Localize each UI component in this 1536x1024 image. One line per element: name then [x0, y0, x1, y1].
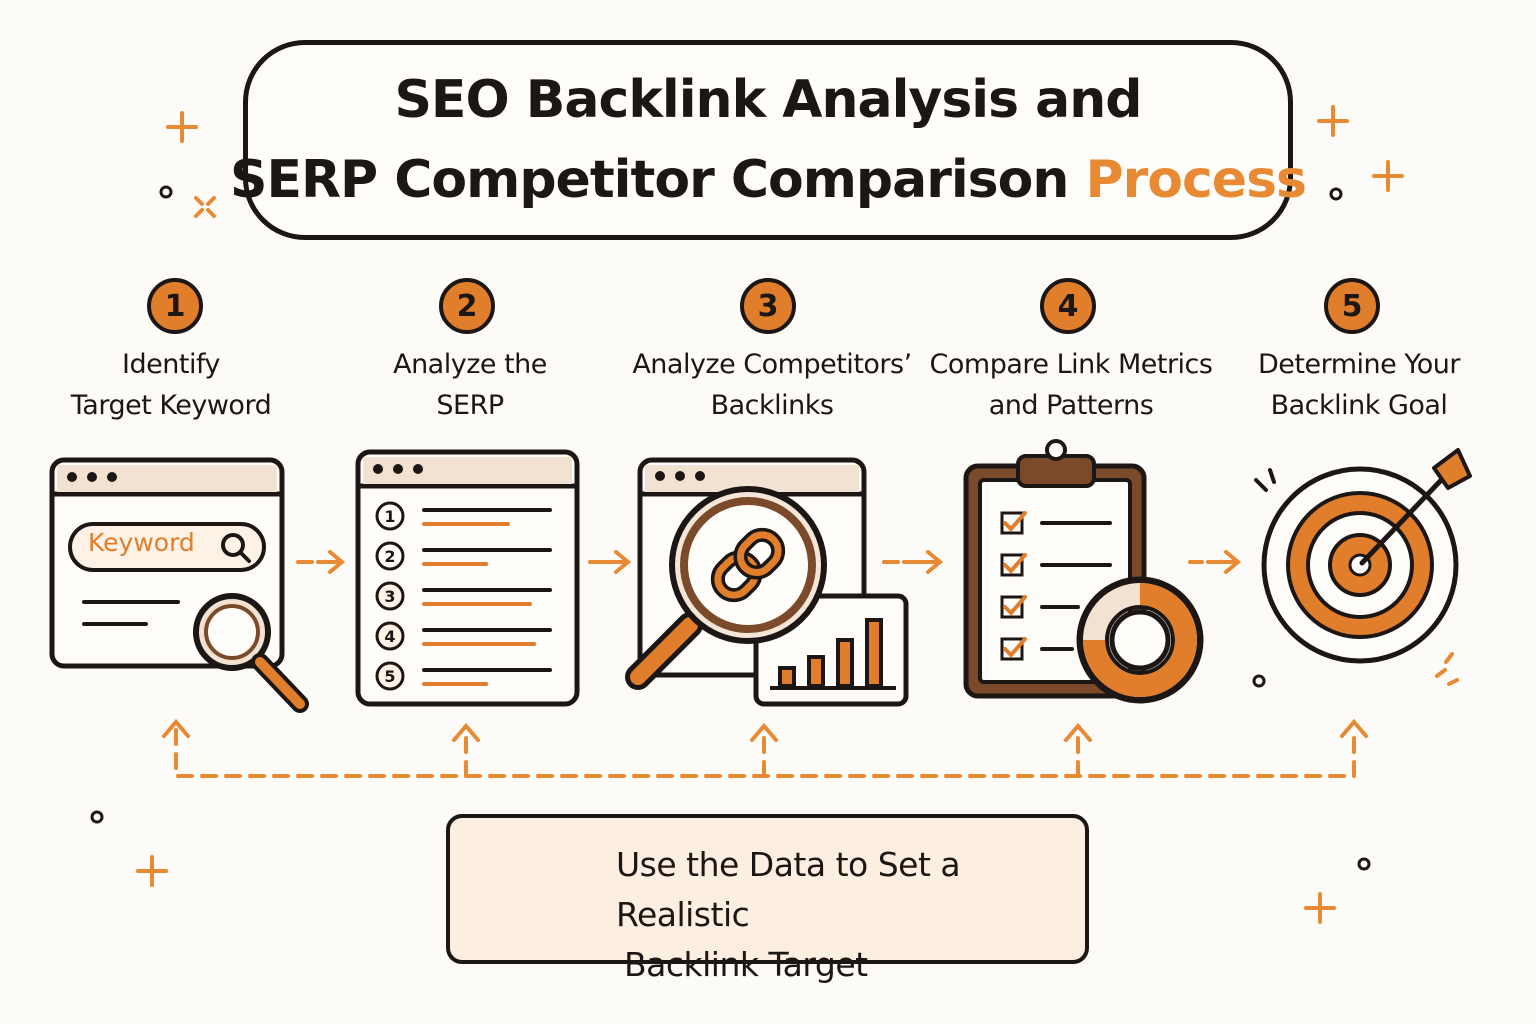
serp-rank-number: 1 — [384, 507, 395, 526]
step-1-label: Identify Target Keyword — [70, 349, 272, 421]
flow-arrows — [296, 550, 1242, 574]
step-3-label: Analyze Competitors’ Backlinks — [632, 349, 912, 421]
checkmark-icon — [1003, 637, 1027, 658]
serp-rank-number: 2 — [384, 547, 395, 566]
serp-rank-number: 4 — [384, 627, 395, 646]
title-line-2-accent: Process — [1085, 150, 1307, 210]
serp-rank-circle — [375, 581, 405, 611]
serp-ranking-list-icon: 1 2 3 4 5 — [355, 449, 580, 707]
checkmark-icon — [1003, 511, 1027, 532]
step-4-label: Compare Link Metrics and Patterns — [929, 349, 1213, 421]
serp-rank-circle — [375, 541, 405, 571]
serp-rank-circle — [375, 661, 405, 691]
checkmark-icon — [1003, 595, 1027, 616]
serp-rank-number: 3 — [384, 587, 395, 606]
step-2-badge: 2 — [439, 278, 495, 334]
checkbox-icon — [1000, 637, 1024, 661]
step-2-label: Analyze the SERP — [393, 349, 547, 421]
title-line-2-main: SERP Competitor Comparison — [230, 150, 1069, 210]
title-line-1: SEO Backlink Analysis and — [394, 70, 1142, 130]
keyword-search-text: Keyword — [88, 528, 195, 557]
browser-search-icon — [49, 457, 309, 713]
checkbox-icon — [1000, 595, 1024, 619]
step-4-badge: 4 — [1040, 278, 1096, 334]
dot-decorations — [90, 185, 1371, 871]
bottom-callout-text: Use the Data to Set a Realistic Backlink… — [616, 845, 961, 984]
clipboard-checklist-icon — [963, 439, 1204, 704]
bottom-callout-box — [446, 814, 1089, 964]
checkbox-icon — [1000, 511, 1024, 535]
title-box: SEO Backlink Analysis and SERP Competito… — [230, 40, 1307, 240]
step-5-label: Determine Your Backlink Goal — [1258, 349, 1460, 421]
step-5-badge: 5 — [1324, 278, 1380, 334]
sparkle-decorations — [136, 105, 1459, 924]
checkmark-icon — [1003, 553, 1027, 574]
serp-rank-number: 5 — [384, 667, 395, 686]
backlink-analysis-icon — [625, 457, 909, 707]
title-line-2: SERP Competitor Comparison Process — [230, 140, 1307, 220]
step-1-badge: 1 — [147, 278, 203, 334]
step-3-badge: 3 — [740, 278, 796, 334]
feedback-loop-dashed — [162, 718, 1368, 778]
serp-rank-circle — [375, 621, 405, 651]
checkbox-icon — [1000, 553, 1024, 577]
serp-rank-circle — [375, 501, 405, 531]
target-goal-icon — [1254, 448, 1472, 664]
